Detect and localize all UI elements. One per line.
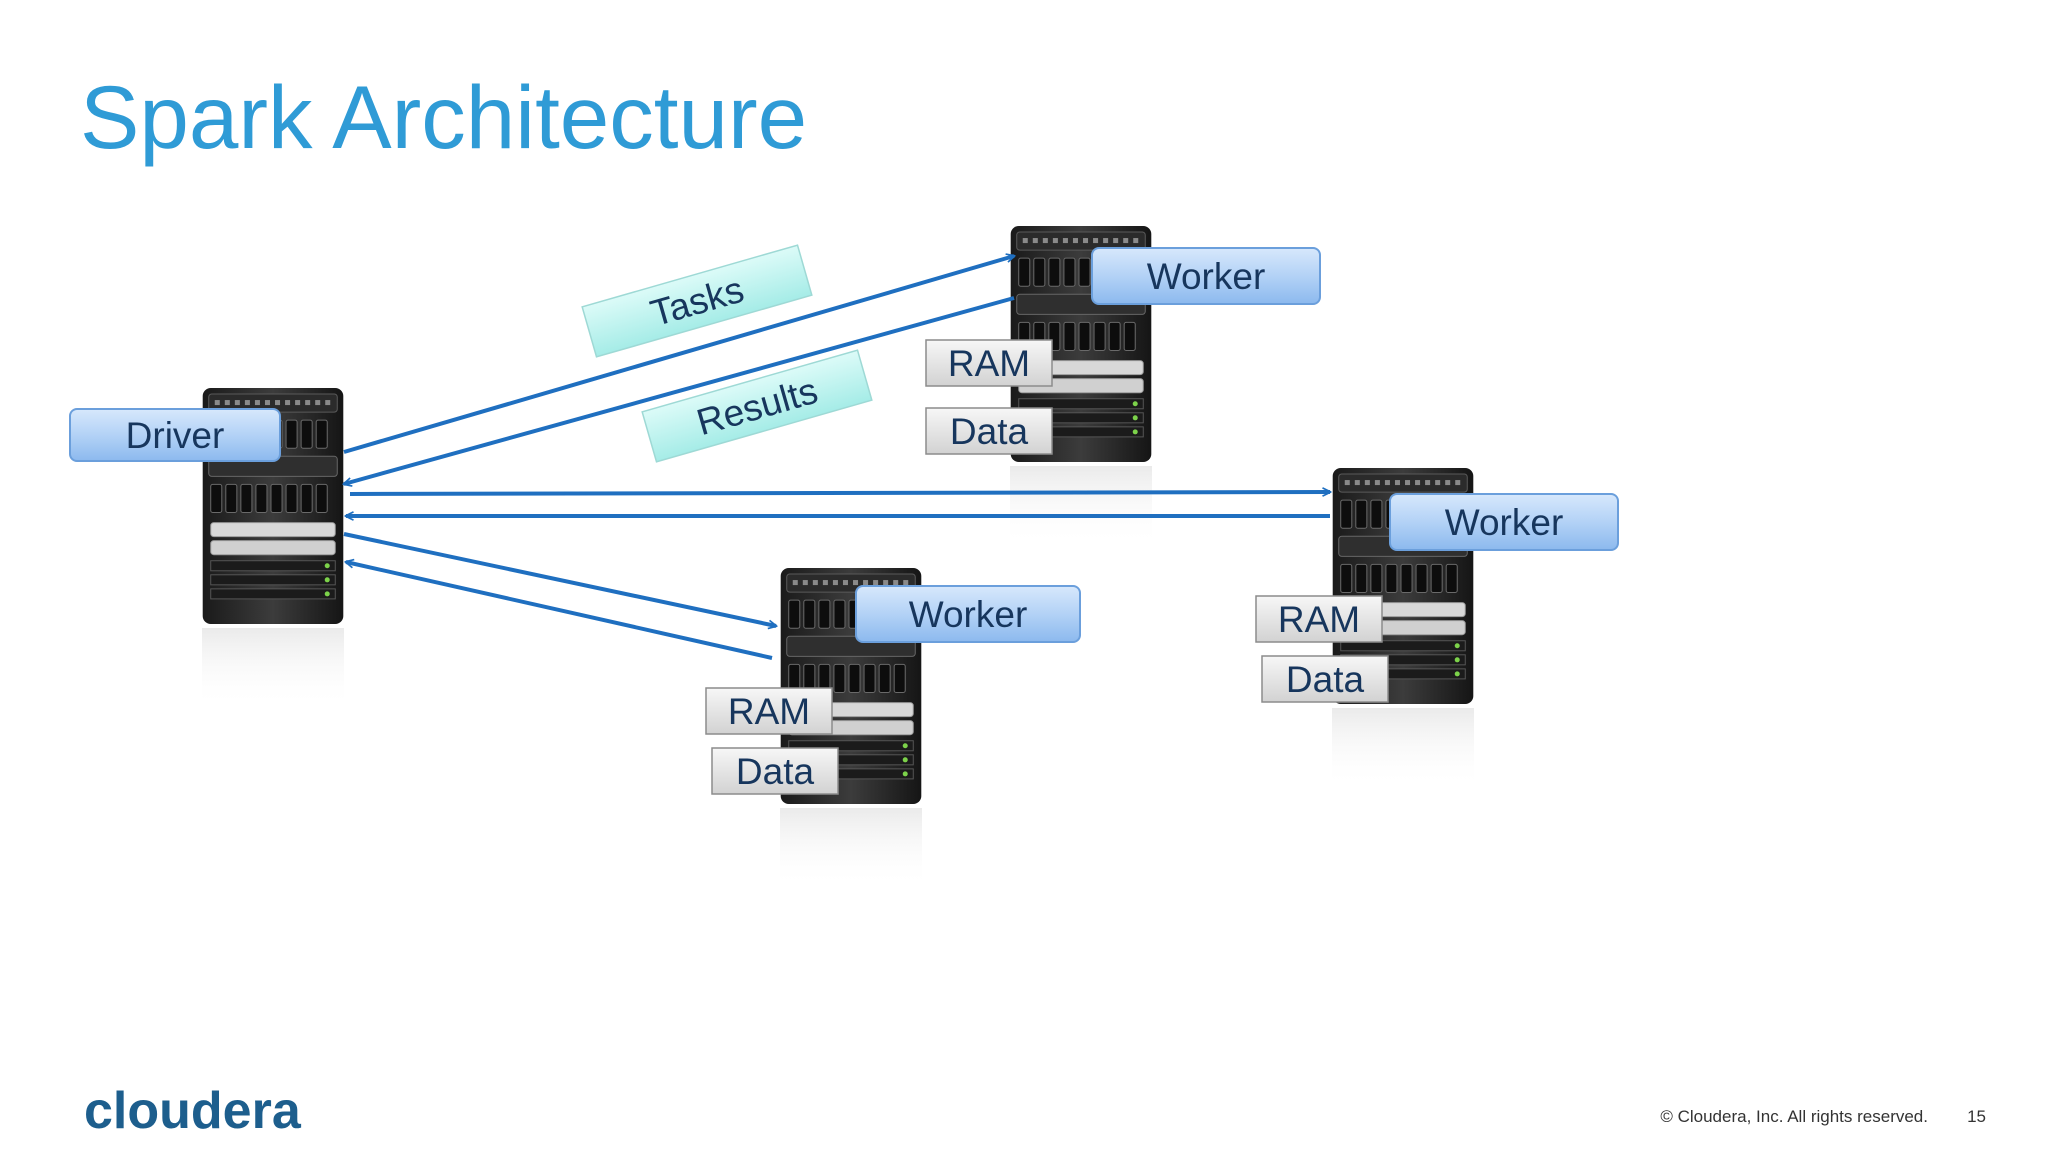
cloudera-logo: cloudera bbox=[84, 1082, 302, 1140]
worker-top-ram-chip: RAM bbox=[925, 339, 1053, 387]
worker-bottom-label: Worker bbox=[855, 585, 1081, 643]
copyright-text: © Cloudera, Inc. All rights reserved. bbox=[1660, 1107, 1928, 1126]
worker-right-data-chip: Data bbox=[1261, 655, 1389, 703]
worker-bottom-data-chip: Data bbox=[711, 747, 839, 795]
worker-bottom-ram-chip: RAM bbox=[705, 687, 833, 735]
tasks-label: Tasks bbox=[581, 244, 813, 358]
arrow-icon bbox=[344, 296, 1015, 484]
worker-bottom-label-text: Worker bbox=[909, 594, 1028, 635]
worker-top-ram-text: RAM bbox=[948, 343, 1030, 384]
worker-bottom-server bbox=[780, 568, 922, 888]
driver-node-label: Driver bbox=[69, 408, 281, 462]
worker-right-data-text: Data bbox=[1286, 659, 1365, 700]
driver-server bbox=[202, 388, 344, 708]
arrow-icon bbox=[343, 532, 776, 626]
worker-right-label-text: Worker bbox=[1445, 502, 1564, 543]
arrow-icon bbox=[349, 492, 1330, 494]
worker-top-data-text: Data bbox=[950, 411, 1029, 452]
worker-right-ram-chip: RAM bbox=[1255, 595, 1383, 643]
arrow-icon bbox=[343, 256, 1014, 454]
slide-title: Spark Architecture bbox=[80, 67, 807, 167]
worker-top-server bbox=[1010, 226, 1152, 546]
worker-top-label: Worker bbox=[1091, 247, 1321, 305]
worker-right-ram-text: RAM bbox=[1278, 599, 1360, 640]
arrow-icon bbox=[346, 562, 773, 660]
connection-arrows bbox=[343, 256, 1330, 660]
results-label: Results bbox=[641, 349, 873, 463]
worker-top-label-text: Worker bbox=[1147, 256, 1266, 297]
page-number: 15 bbox=[1967, 1107, 1986, 1126]
worker-right-server bbox=[1332, 468, 1474, 788]
worker-right-label: Worker bbox=[1389, 493, 1619, 551]
driver-label-text: Driver bbox=[126, 415, 225, 456]
worker-bottom-ram-text: RAM bbox=[728, 691, 810, 732]
worker-bottom-data-text: Data bbox=[736, 751, 815, 792]
worker-top-data-chip: Data bbox=[925, 407, 1053, 455]
